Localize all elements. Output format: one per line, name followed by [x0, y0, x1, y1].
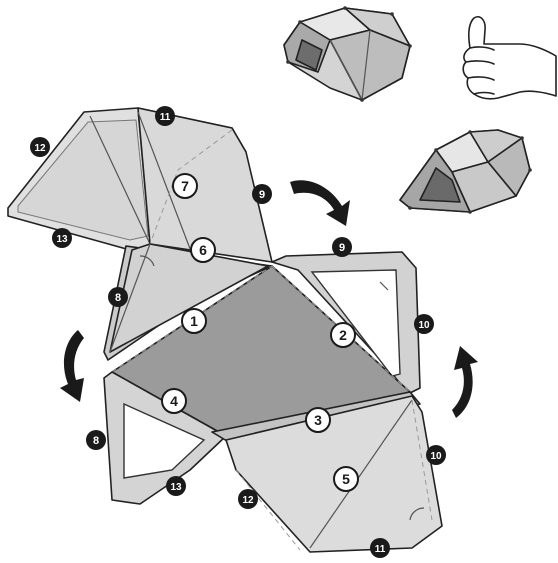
badge-1-label: 1	[190, 313, 198, 329]
badge-9-upper-label: 9	[259, 189, 265, 201]
badge-13-lower-label: 13	[170, 482, 182, 493]
badge-9-upper: 9	[252, 184, 272, 204]
badge-1: 1	[182, 309, 206, 333]
badge-8-upper: 8	[108, 287, 128, 307]
badge-11-upper-label: 11	[160, 112, 171, 123]
curved-arrow-icon	[290, 180, 350, 226]
badge-12-upper-label: 12	[34, 143, 46, 154]
badge-13-upper: 13	[52, 228, 72, 248]
assembled-view-top	[284, 6, 412, 102]
badge-4-label: 4	[170, 393, 178, 409]
badge-10-upper: 10	[414, 314, 434, 334]
badge-5-label: 5	[342, 471, 350, 487]
badge-8-upper-label: 8	[115, 292, 121, 304]
badge-11-lower-label: 11	[375, 544, 386, 555]
curved-arrow-icon	[60, 330, 84, 402]
badge-2-label: 2	[339, 327, 347, 343]
badge-6: 6	[191, 238, 215, 262]
badge-3: 3	[306, 408, 330, 432]
flat-net	[8, 108, 442, 552]
badge-12-lower: 12	[238, 489, 258, 509]
badge-13-lower: 13	[166, 476, 186, 496]
badge-11-upper: 11	[155, 106, 175, 126]
badge-10-lower: 10	[426, 445, 446, 465]
badge-10-lower-label: 10	[430, 451, 442, 462]
badge-13-upper-label: 13	[56, 234, 68, 245]
thumbs-up-icon	[463, 17, 556, 99]
badge-8-lower: 8	[86, 430, 106, 450]
badge-9-lower-label: 9	[339, 242, 345, 254]
badge-12-upper: 12	[30, 137, 50, 157]
badge-6-label: 6	[199, 242, 207, 258]
assembled-view-side	[400, 130, 532, 214]
badge-11-lower: 11	[370, 538, 390, 558]
badge-10-upper-label: 10	[418, 320, 430, 331]
badge-9-lower: 9	[332, 237, 352, 257]
badge-8-lower-label: 8	[93, 435, 99, 447]
badge-2: 2	[331, 323, 355, 347]
badge-7-label: 7	[181, 178, 189, 194]
curved-arrow-icon	[452, 346, 478, 418]
badge-12-lower-label: 12	[242, 495, 254, 506]
badge-4: 4	[162, 389, 186, 413]
badge-3-label: 3	[314, 412, 322, 428]
badge-5: 5	[334, 467, 358, 491]
badge-7: 7	[173, 174, 197, 198]
